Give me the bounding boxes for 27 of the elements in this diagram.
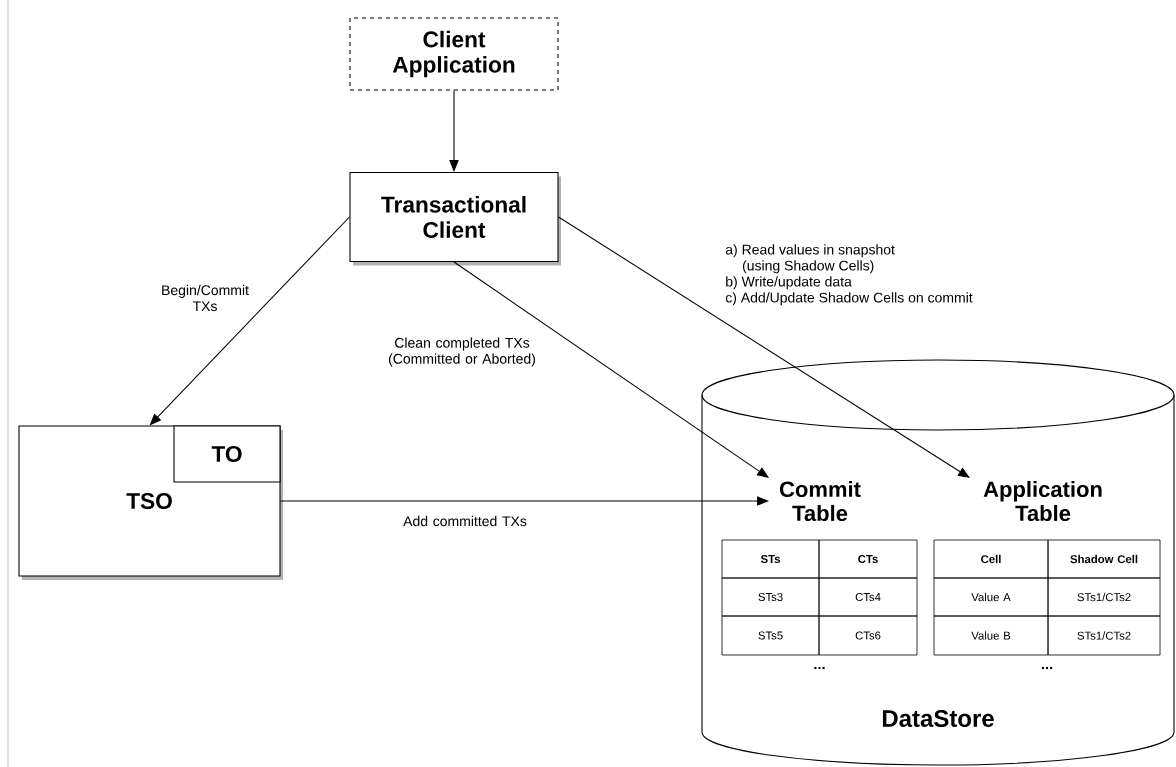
edge-label: Add committed TXs — [403, 515, 527, 527]
ellipsis: ... — [814, 666, 825, 670]
table-heading: Application Table — [983, 480, 1102, 522]
table-cell: CTs4 — [818, 577, 918, 617]
table-cell: Cell — [933, 539, 1049, 579]
table-cell: CTs — [818, 539, 918, 579]
edge-label: Begin/Commit TXs — [162, 284, 249, 312]
component-box: TO — [173, 425, 281, 483]
note-text: c) Add/Update Shadow Cells on commit — [725, 292, 973, 306]
arrow — [449, 90, 459, 172]
table-cell: Value A — [933, 577, 1049, 617]
table-cell: STs5 — [721, 615, 820, 656]
note-text: a) Read values in snapshot (using Shadow Cells) — [725, 244, 895, 274]
table-cell: STs3 — [721, 577, 820, 617]
note-text: b) Write/update data — [726, 276, 852, 290]
edge-label: Clean completed TXs (Committed or Aborted) — [388, 337, 535, 367]
table-cell: STs1/CTs2 — [1047, 615, 1161, 656]
table-heading: Commit Table — [779, 480, 861, 522]
table-cell: STs1/CTs2 — [1047, 577, 1161, 617]
client-box: Transactional Client — [349, 171, 561, 266]
table-cell: CTs6 — [818, 615, 918, 656]
table-cell: Value B — [933, 615, 1049, 656]
table-cell: STs — [721, 539, 820, 579]
node-label: DataStore — [882, 710, 994, 727]
ellipsis: ... — [1041, 666, 1053, 670]
table-cell: Shadow Cell — [1047, 539, 1161, 579]
client-box: Client Application — [349, 17, 559, 91]
